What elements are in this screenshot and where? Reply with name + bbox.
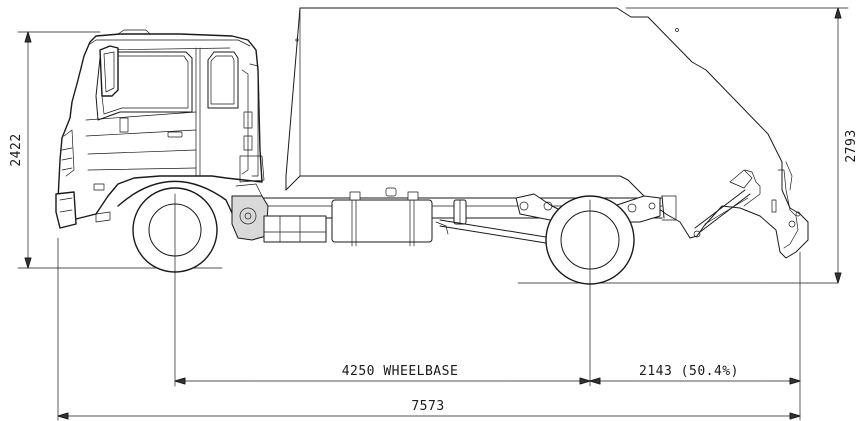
dimension-cab-height: 2422 (9, 31, 101, 269)
wheelbase-label: 4250 WHEELBASE (342, 364, 459, 379)
dimension-body-height: 2793 (625, 7, 859, 284)
overall-length-label: 7573 (411, 399, 444, 414)
ground-lines (17, 267, 839, 284)
axle-centerlines (57, 193, 801, 421)
body-height-label: 2793 (844, 129, 859, 162)
cab-height-label: 2422 (9, 133, 24, 166)
dimension-rear-overhang: 2143 (50.4%) (589, 364, 801, 385)
compactor-body (285, 7, 809, 259)
truck-cab (55, 29, 265, 231)
dimension-wheelbase: 4250 WHEELBASE (174, 364, 591, 385)
dimension-overall-length: 7573 (57, 399, 801, 420)
rear-overhang-label: 2143 (50.4%) (639, 364, 739, 379)
